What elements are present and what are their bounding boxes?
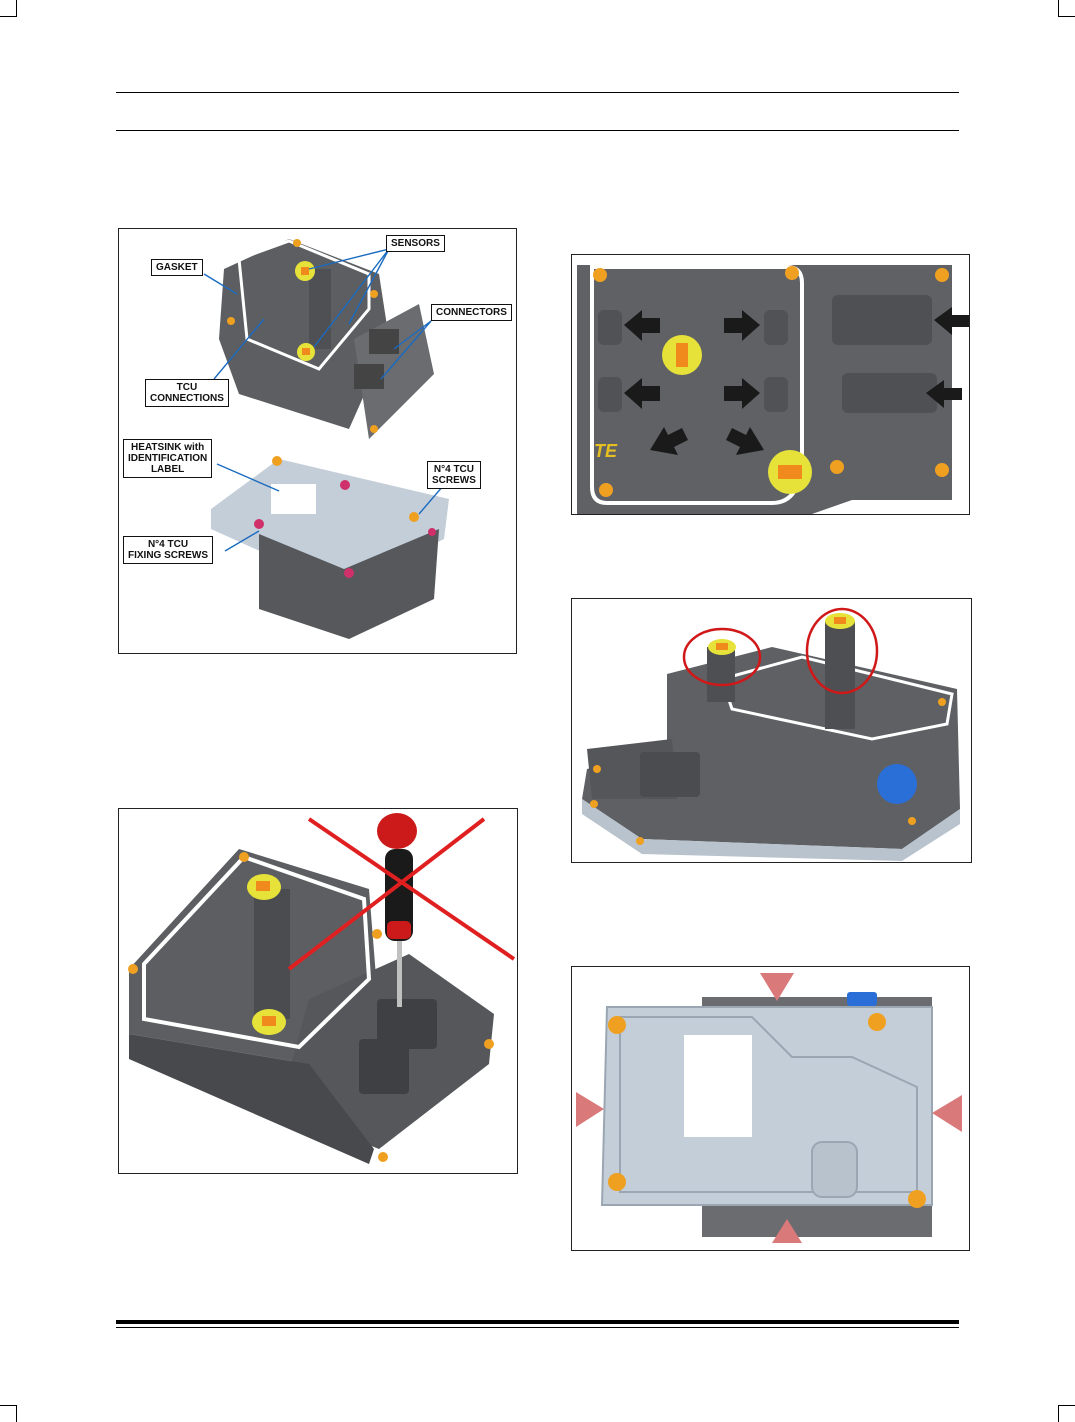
header-rule-bottom <box>116 130 959 131</box>
callout-gasket: GASKET <box>151 259 203 276</box>
figure-heatsink-markers <box>571 966 970 1251</box>
callout-heatsink: HEATSINK with IDENTIFICATION LABEL <box>123 439 213 478</box>
tcu-screwdriver-illustration <box>128 813 516 1164</box>
figure-tcu-sensors-circled <box>571 598 972 863</box>
footer-rule-thin <box>116 1327 959 1328</box>
gasket-outline <box>720 655 954 741</box>
callout-tcu-fixing-screws: N°4 TCU FIXING SCREWS <box>123 536 214 564</box>
crop-mark-bottom-left <box>0 1405 17 1422</box>
identification-label <box>271 484 316 514</box>
tcu-sensors-illustration <box>582 607 960 861</box>
callout-sensors: SENSORS <box>386 235 445 252</box>
circle-marker-right <box>805 607 879 695</box>
tcu-components-illustration <box>203 239 450 639</box>
callout-connectors: CONNECTORS <box>431 304 512 321</box>
circle-marker-left <box>682 627 762 687</box>
identification-label-area <box>684 1035 752 1137</box>
tcu-underside-illustration: TE <box>572 255 969 514</box>
header-rule-top <box>116 92 959 93</box>
footer-rule-thick <box>116 1320 959 1324</box>
crop-mark-top-left <box>0 0 17 17</box>
heatsink-top-illustration <box>576 973 962 1243</box>
te-logo: TE <box>594 441 618 461</box>
screwdriver-handle <box>385 849 413 941</box>
triangle-markers <box>576 973 962 1243</box>
callout-tcu-screws: N°4 TCU SCREWS <box>427 461 481 489</box>
screwdriver-shaft <box>397 937 402 1007</box>
crop-mark-bottom-right <box>1058 1405 1075 1422</box>
figure-tcu-underside-arrows: TE <box>571 254 970 515</box>
prohibition-cross <box>287 817 516 971</box>
blue-plug <box>847 992 877 1006</box>
arrow-group <box>624 307 969 455</box>
blue-plug <box>877 764 917 804</box>
crop-mark-top-right <box>1058 0 1075 17</box>
figure-tcu-components: GASKET SENSORS CONNECTORS TCU CONNECTION… <box>118 228 517 654</box>
figure-tcu-screwdriver-prohibited <box>118 808 518 1174</box>
callout-tcu-connections: TCU CONNECTIONS <box>145 379 229 407</box>
